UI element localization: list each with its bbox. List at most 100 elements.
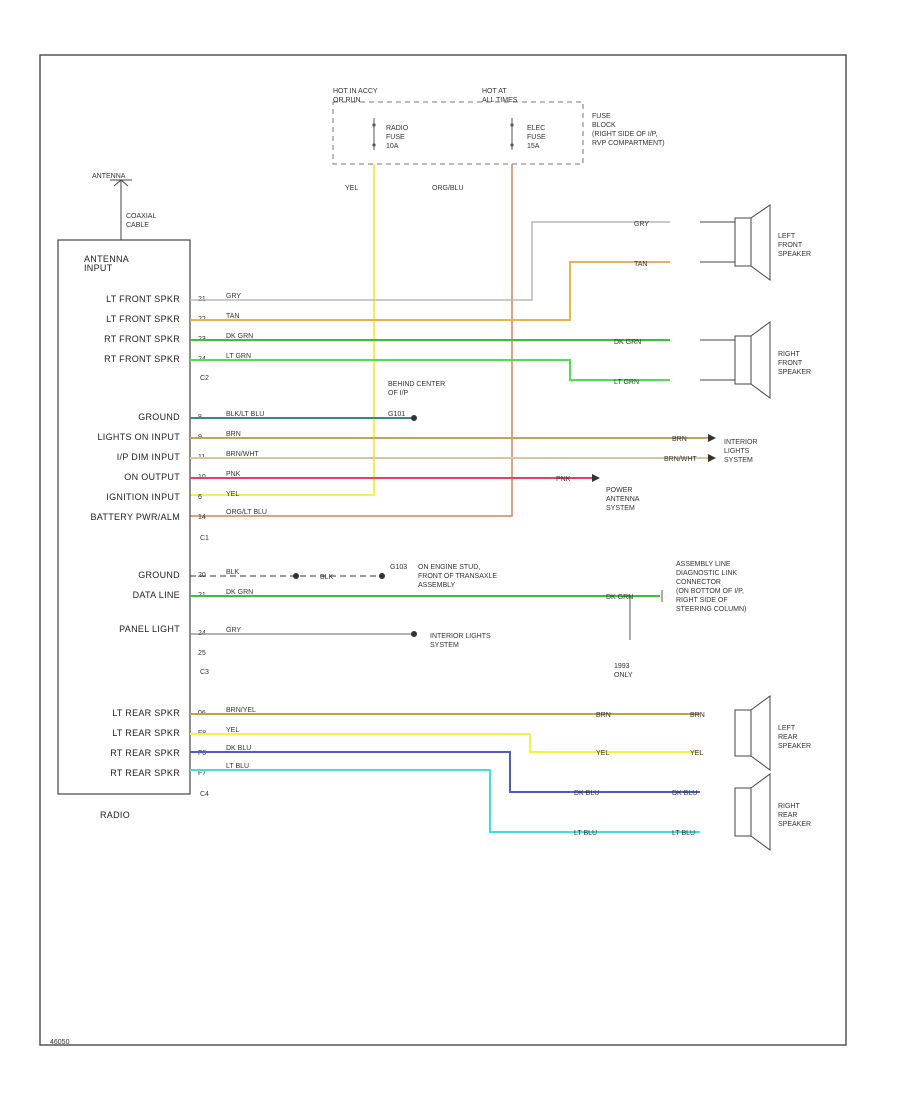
aldl-label: ASSEMBLY LINE DIAGNOSTIC LINK CONNECTOR (ON… xyxy=(676,561,746,613)
yel-feed-wire xyxy=(190,164,375,496)
wire-label: YEL xyxy=(226,491,239,498)
text-line: FRONT xyxy=(778,360,803,367)
wire-tan-lf xyxy=(190,261,670,321)
wire-label: BRN/YEL xyxy=(226,707,256,714)
wire-label: LT BLU xyxy=(672,830,695,837)
org-blu-feed-label: ORG/BLU xyxy=(432,185,464,192)
radio-unit xyxy=(57,239,191,795)
antenna-label: ANTENNA xyxy=(92,173,126,180)
wire-label: GRY xyxy=(226,293,241,300)
ground-g101-label: G101 xyxy=(388,411,405,418)
speaker-icon-right-rear xyxy=(734,773,771,851)
wire-label: LT BLU xyxy=(574,830,597,837)
wire-label: LT GRN xyxy=(226,353,251,360)
pin-label: DATA LINE xyxy=(133,590,180,600)
wire-label: TAN xyxy=(634,261,647,268)
wire-label: DK GRN xyxy=(226,589,253,596)
text-line: BLOCK xyxy=(592,122,616,129)
text-line: FUSE xyxy=(592,113,611,120)
text-line: ASSEMBLY LINE xyxy=(676,561,731,568)
pin-number: F6 xyxy=(198,750,206,757)
wire-labels-far-side: GRY TAN DK GRN LT GRN BRN BRN/WHT PNK BL… xyxy=(320,221,705,837)
wire-label: TAN xyxy=(226,313,239,320)
radio-name: RADIO xyxy=(100,810,130,820)
pin-label: GROUND xyxy=(138,570,180,580)
pin-label: PANEL LIGHT xyxy=(119,624,180,634)
radio-fuse-icon xyxy=(372,118,376,150)
pin-number: 25 xyxy=(198,650,206,657)
text-line: SYSTEM xyxy=(606,505,635,512)
pin-label: LT REAR SPKR xyxy=(112,728,180,738)
pin-label: RT FRONT SPKR xyxy=(104,334,180,344)
text-line: (ON BOTTOM OF I/P, xyxy=(676,588,744,595)
text-line: REAR xyxy=(778,812,797,819)
text-line: ANTENNA xyxy=(84,254,129,264)
wire-dkblu-rr xyxy=(190,751,700,793)
connector-label: C1 xyxy=(200,535,209,542)
connector-label: C4 xyxy=(200,791,209,798)
pin-label: GROUND xyxy=(138,412,180,422)
pin-label: I/P DIM INPUT xyxy=(117,452,180,462)
text-line: 10A xyxy=(386,143,399,150)
text-line: OF I/P xyxy=(388,390,409,397)
pin-label: LT REAR SPKR xyxy=(112,708,180,718)
text-line: ANTENNA xyxy=(606,496,640,503)
text-line: ON ENGINE STUD, xyxy=(418,564,480,571)
wire-label: GRY xyxy=(634,221,649,228)
wire-label: BLK xyxy=(320,574,334,581)
wire-label: GRY xyxy=(226,627,241,634)
text-line: LEFT xyxy=(778,233,796,240)
wire-gry-lf xyxy=(190,221,670,301)
text-line: LEFT xyxy=(778,725,796,732)
text-line: OR RUN xyxy=(333,97,361,104)
org-blu-feed-wire xyxy=(190,164,513,517)
text-line: 1993 xyxy=(614,663,630,670)
wire-label: BRN xyxy=(672,436,687,443)
wire-label: ORG/LT BLU xyxy=(226,509,267,516)
pin-number: 6 xyxy=(198,494,202,501)
diagram-border xyxy=(39,54,847,1046)
text-line: COAXIAL xyxy=(126,213,156,220)
ground-symbol-engine xyxy=(293,573,385,579)
text-line: SPEAKER xyxy=(778,369,811,376)
text-line: FRONT xyxy=(778,242,803,249)
pin-label: RT REAR SPKR xyxy=(110,768,180,778)
ground-behind-label: BEHIND CENTER OF I/P xyxy=(388,381,445,397)
wire-yel-lr xyxy=(190,733,700,753)
wire-label: BLK/LT BLU xyxy=(226,411,264,418)
wire-label: BRN xyxy=(690,712,705,719)
wire-labels-radio-side: GRY TAN DK GRN LT GRN BLK/LT BLU BRN BRN… xyxy=(226,293,267,770)
wire-label: BRN xyxy=(226,431,241,438)
text-line: FRONT OF TRANSAXLE xyxy=(418,573,497,580)
text-line: HOT AT xyxy=(482,88,507,95)
text-line: ALL TIMES xyxy=(482,97,518,104)
wire-label: YEL xyxy=(596,750,609,757)
radio-pin-labels: LT FRONT SPKR LT FRONT SPKR RT FRONT SPK… xyxy=(90,294,209,798)
speaker-icon-right-front xyxy=(700,321,771,399)
pin-label: LIGHTS ON INPUT xyxy=(97,432,180,442)
text-line: CONNECTOR xyxy=(676,579,721,586)
wire-label: LT GRN xyxy=(614,379,639,386)
hot-all-times-label: HOT AT ALL TIMES xyxy=(482,88,518,104)
arrow-icon-power-antenna xyxy=(592,474,600,482)
pin-label: RT REAR SPKR xyxy=(110,748,180,758)
connector-label: C2 xyxy=(200,375,209,382)
text-line: BEHIND CENTER xyxy=(388,381,445,388)
wire-label: BRN/WHT xyxy=(226,451,259,458)
yel-feed-label: YEL xyxy=(345,185,358,192)
text-line: REAR xyxy=(778,734,797,741)
text-line: DIAGNOSTIC LINK xyxy=(676,570,737,577)
figure-id: 46050 xyxy=(50,1039,70,1046)
